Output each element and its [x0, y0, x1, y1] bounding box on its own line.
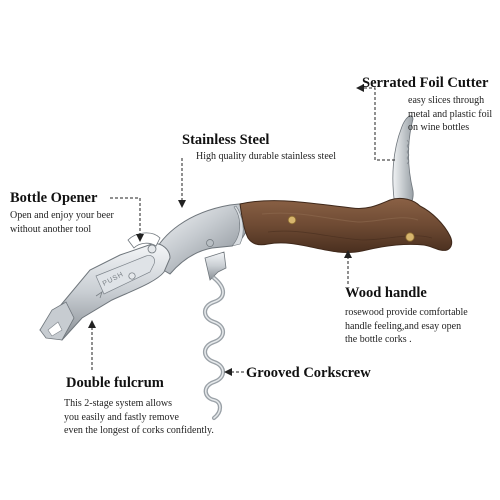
callout-stainless-steel: Stainless Steel High quality durable sta… — [182, 131, 336, 164]
bottle-opener-title: Bottle Opener — [10, 190, 98, 206]
corkscrew-shank — [204, 251, 227, 281]
stainless-steel-title: Stainless Steel — [182, 132, 270, 148]
handle-rivet — [405, 232, 415, 242]
lever-claw — [39, 301, 75, 341]
grooved-corkscrew-title: Grooved Corkscrew — [246, 365, 371, 381]
double-fulcrum-desc: This 2-stage system allows you easily an… — [64, 398, 214, 436]
wood-handle-desc: rosewood provide comfortable handle feel… — [345, 307, 468, 345]
callout-bottle-opener: Bottle Opener Open and enjoy your beer w… — [10, 189, 114, 236]
serrated-foil-cutter-desc: easy slices through metal and plastic fo… — [408, 95, 493, 133]
callout-grooved-corkscrew: Grooved Corkscrew — [246, 364, 371, 382]
callout-serrated-foil-cutter: Serrated Foil Cutter easy slices through… — [362, 74, 492, 135]
handle-rivet — [287, 215, 297, 225]
double-fulcrum-title: Double fulcrum — [66, 375, 164, 391]
wood-handle — [239, 197, 453, 253]
serrated-foil-cutter-title: Serrated Foil Cutter — [362, 75, 489, 91]
stainless-steel-desc: High quality durable stainless steel — [196, 151, 336, 162]
wood-handle-title: Wood handle — [345, 285, 427, 301]
bottle-opener-desc: Open and enjoy your beer without another… — [10, 210, 114, 235]
foil-cutter-serration — [406, 139, 410, 165]
bottle-opener-notch — [127, 232, 161, 249]
callout-double-fulcrum: Double fulcrum This 2-stage system allow… — [64, 374, 214, 438]
callout-wood-handle: Wood handle rosewood provide comfortable… — [345, 284, 468, 347]
